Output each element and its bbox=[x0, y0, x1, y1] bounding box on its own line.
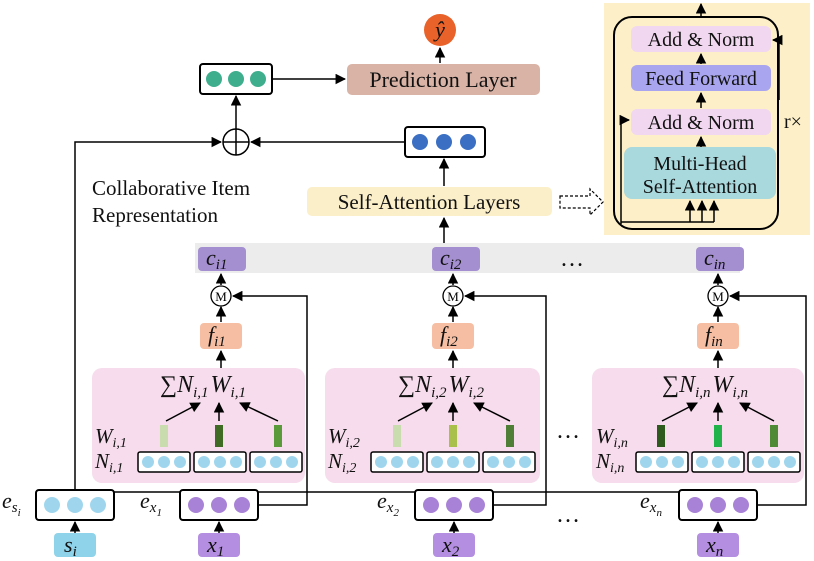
add-norm-bottom-label: Add & Norm bbox=[648, 112, 755, 134]
seed-item: esi si bbox=[2, 488, 115, 560]
add-norm-bottom-box bbox=[631, 109, 771, 135]
sum-expression: ∑Ni,nWi,n bbox=[662, 372, 748, 401]
c-label: cin bbox=[704, 245, 725, 273]
f-label: fi1 bbox=[208, 322, 226, 350]
seed-e-label: esi bbox=[2, 488, 21, 519]
transformer-frame bbox=[613, 16, 779, 230]
mha-label-line1: Multi-Head bbox=[653, 153, 746, 175]
item-column-2: ci2 M fi2 ∑Ni,2Wi,2 Wi,2 Ni,2 ex2 x2 bbox=[325, 245, 547, 560]
c-label: ci2 bbox=[440, 245, 462, 273]
n-label: Ni,2 bbox=[327, 449, 356, 476]
dashed-expand-arrow bbox=[559, 187, 604, 217]
e-label: exn bbox=[640, 488, 662, 519]
x-label: xn bbox=[705, 532, 723, 560]
merge-operator-label: M bbox=[712, 289, 724, 304]
self-attention-box bbox=[307, 187, 552, 216]
feed-forward-label: Feed Forward bbox=[645, 68, 757, 90]
add-norm-top-label: Add & Norm bbox=[648, 29, 755, 51]
e-label: ex1 bbox=[140, 488, 162, 519]
repeat-label: r× bbox=[784, 111, 802, 133]
e-label: ex2 bbox=[377, 488, 399, 519]
merge-operator-label: M bbox=[215, 289, 227, 304]
n-label: Ni,n bbox=[595, 449, 624, 476]
ellipsis-c-row: … bbox=[560, 246, 584, 272]
item-column-n: cin M fin ∑Ni,nWi,n Wi,n Ni,n exn xn bbox=[592, 245, 807, 560]
n-label: Ni,1 bbox=[94, 449, 123, 476]
prediction-layer-box bbox=[347, 64, 540, 95]
w-label: Wi,2 bbox=[328, 424, 360, 451]
mha-label-line2: Self-Attention bbox=[643, 176, 757, 198]
output-node bbox=[424, 14, 456, 46]
f-label: fi2 bbox=[440, 322, 458, 350]
transformer-block: Add & Norm Feed Forward Add & Norm Multi… bbox=[604, 2, 810, 235]
w-label: Wi,1 bbox=[95, 424, 127, 451]
feed-forward-box bbox=[631, 65, 771, 91]
item-column-1: ci1 M fi1 ∑Ni,1Wi,1 Wi,1 Ni,1 ex1 x1 bbox=[92, 245, 308, 560]
collab-label-line2: Representation bbox=[92, 203, 218, 227]
c-label: ci1 bbox=[206, 245, 227, 273]
sum-expression: ∑Ni,2Wi,2 bbox=[398, 372, 484, 401]
self-attention-label: Self-Attention Layers bbox=[338, 190, 521, 214]
output-label: ŷ bbox=[433, 17, 445, 42]
prediction-layer-label: Prediction Layer bbox=[369, 67, 517, 92]
add-norm-top-box bbox=[631, 26, 771, 52]
x-label: x1 bbox=[206, 532, 224, 560]
merge-operator-label: M bbox=[447, 289, 459, 304]
w-label: Wi,n bbox=[596, 424, 628, 451]
seed-s-label: si bbox=[64, 532, 77, 560]
x-label: x2 bbox=[441, 532, 460, 560]
collab-label-line1: Collaborative Item bbox=[92, 176, 250, 200]
multi-head-attention-box bbox=[624, 147, 776, 199]
ellipsis-input-row: … bbox=[556, 502, 580, 528]
sum-expression: ∑Ni,1Wi,1 bbox=[160, 372, 246, 401]
f-label: fin bbox=[705, 322, 723, 350]
ellipsis-panel-row: … bbox=[556, 418, 580, 444]
